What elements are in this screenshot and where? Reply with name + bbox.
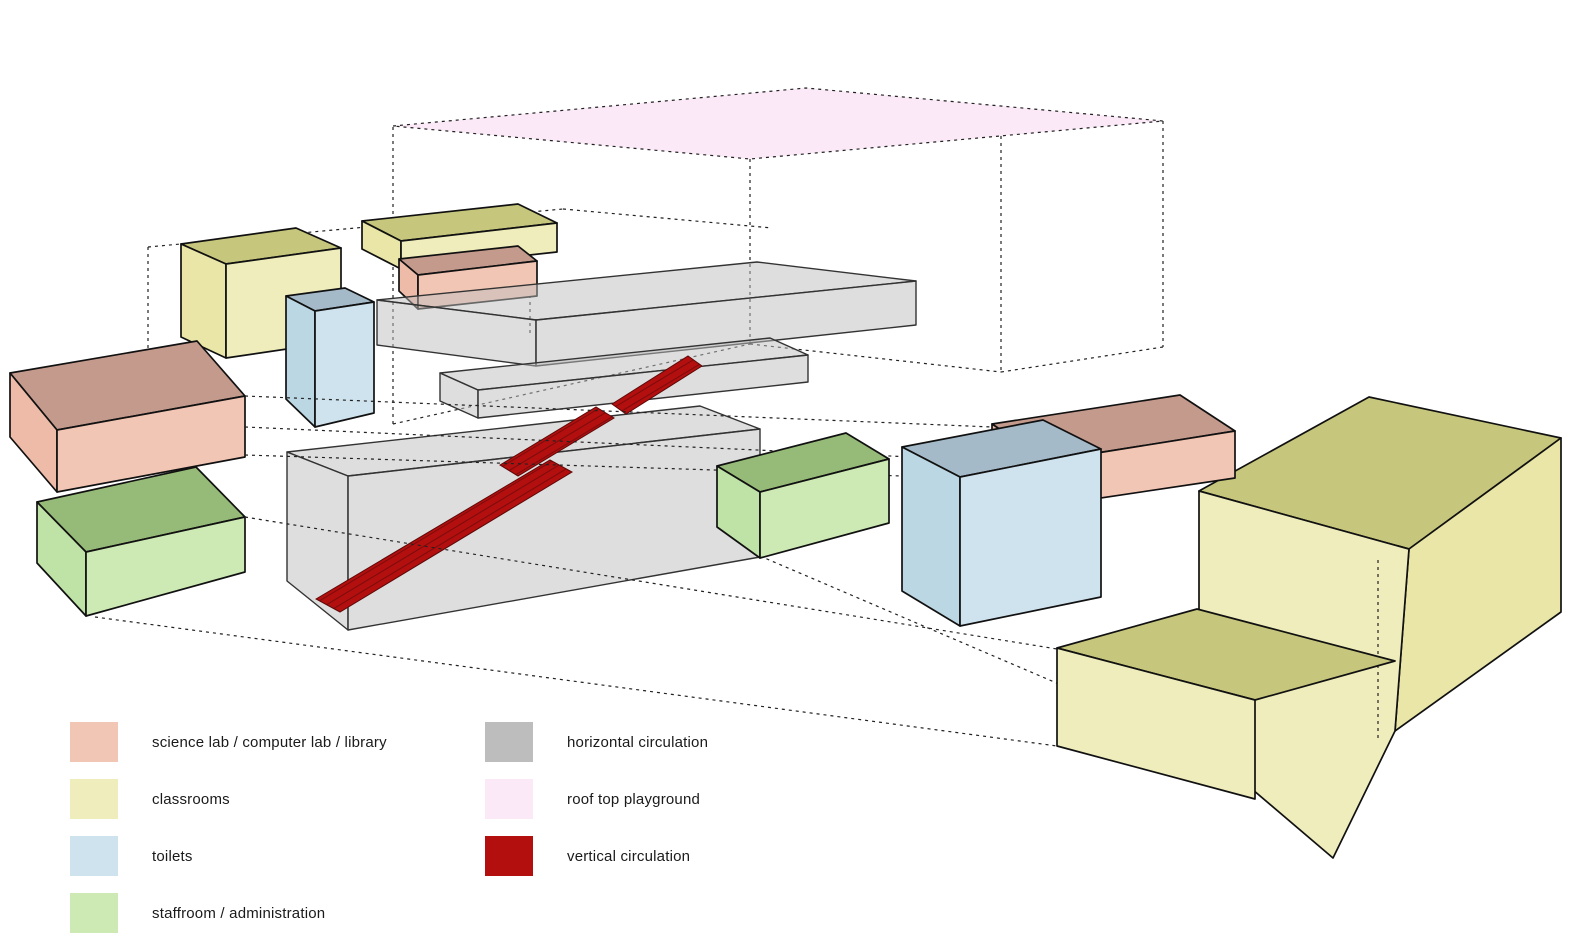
legend-swatch-classrooms bbox=[70, 779, 118, 819]
legend-item-horizontal-circulation: horizontal circulation bbox=[485, 722, 708, 762]
legend-item-staffroom: staffroom / administration bbox=[70, 893, 387, 933]
block-science-lab-left bbox=[9, 340, 246, 493]
legend-column-1: science lab / computer lab / library cla… bbox=[70, 722, 387, 950]
legend-item-science-lab: science lab / computer lab / library bbox=[70, 722, 387, 762]
legend-swatch-horizontal-circulation bbox=[485, 722, 533, 762]
block-staffroom-left bbox=[36, 466, 246, 617]
legend-swatch-staffroom bbox=[70, 893, 118, 933]
legend: science lab / computer lab / library cla… bbox=[70, 722, 708, 950]
legend-swatch-science-lab bbox=[70, 722, 118, 762]
legend-label-science-lab: science lab / computer lab / library bbox=[152, 733, 387, 751]
legend-swatch-toilets bbox=[70, 836, 118, 876]
legend-label-classrooms: classrooms bbox=[152, 790, 230, 808]
legend-label-roof-top-playground: roof top playground bbox=[567, 790, 701, 808]
bar-classrooms-front bbox=[1056, 608, 1396, 800]
block-staffroom-middle bbox=[716, 432, 890, 559]
block-toilets-right bbox=[901, 419, 1102, 627]
legend-item-toilets: toilets bbox=[70, 836, 387, 876]
legend-item-roof-top-playground: roof top playground bbox=[485, 779, 708, 819]
legend-label-staffroom: staffroom / administration bbox=[152, 904, 326, 922]
legend-item-vertical-circulation: vertical circulation bbox=[485, 836, 708, 876]
legend-label-vertical-circulation: vertical circulation bbox=[567, 847, 691, 865]
block-toilets-upper bbox=[285, 287, 375, 428]
legend-label-toilets: toilets bbox=[152, 847, 193, 865]
legend-label-horizontal-circulation: horizontal circulation bbox=[567, 733, 709, 751]
vertical-circulation-stairs bbox=[314, 355, 703, 613]
legend-item-classrooms: classrooms bbox=[70, 779, 387, 819]
roof-top-playground-plane bbox=[392, 87, 1164, 160]
legend-swatch-roof-top-playground bbox=[485, 779, 533, 819]
legend-swatch-vertical-circulation bbox=[485, 836, 533, 876]
legend-column-2: horizontal circulation roof top playgrou… bbox=[485, 722, 708, 893]
horizontal-circulation-volumes bbox=[286, 261, 917, 631]
